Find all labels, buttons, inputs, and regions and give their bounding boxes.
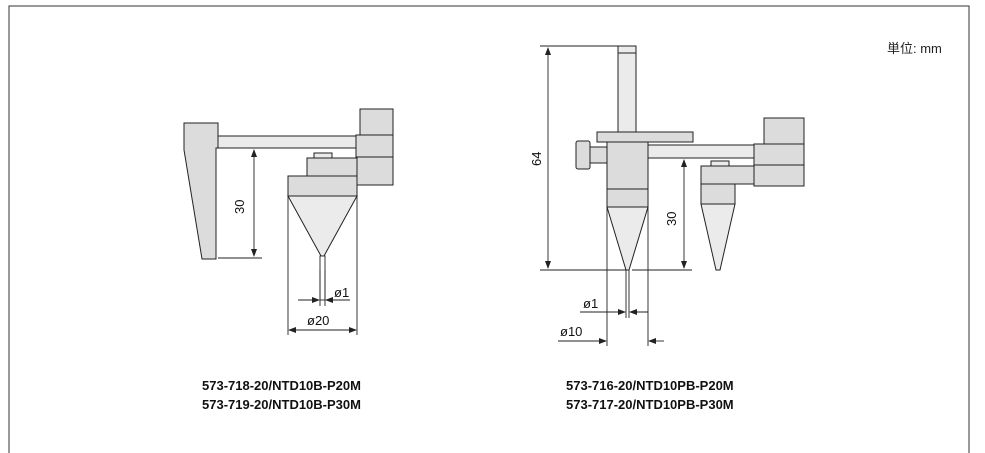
right-cone2-base	[700, 183, 736, 205]
right-cone2	[700, 203, 736, 271]
right-holder	[700, 165, 755, 185]
right-dim-height: 30	[664, 212, 679, 226]
right-knob	[575, 140, 591, 170]
right-post	[617, 52, 637, 133]
right-cone-base	[606, 188, 649, 208]
left-cone	[287, 195, 358, 257]
right-cone	[606, 206, 649, 271]
right-caption: 573-716-20/NTD10PB-P20M 573-717-20/NTD10…	[566, 376, 734, 414]
right-knob-stem	[589, 146, 608, 164]
left-cone-base	[287, 175, 358, 197]
left-beam	[217, 135, 365, 149]
right-diagram: 64 30 ø1 ø10	[529, 45, 805, 346]
right-holder-knob	[710, 160, 730, 167]
unit-label: 単位: mm	[887, 41, 942, 56]
left-dim-height: 30	[232, 200, 247, 214]
right-dim-base-diameter: ø10	[560, 324, 582, 339]
right-dim-total-height: 64	[529, 152, 544, 166]
right-dim-tip-diameter: ø1	[583, 296, 598, 311]
left-caption-line2: 573-719-20/NTD10B-P30M	[202, 397, 361, 412]
right-caption-line1: 573-716-20/NTD10PB-P20M	[566, 378, 734, 393]
left-caption: 573-718-20/NTD10B-P20M 573-719-20/NTD10B…	[202, 376, 361, 414]
right-slider-mid	[753, 143, 805, 166]
right-clamp-body	[606, 141, 649, 190]
left-needle	[319, 255, 326, 301]
frame-border	[8, 5, 970, 453]
left-slider-mid	[355, 134, 394, 158]
left-slider-top	[359, 108, 394, 136]
left-fixed-jaw	[183, 122, 219, 260]
right-caption-line2: 573-717-20/NTD10PB-P30M	[566, 397, 734, 412]
left-dim-base-diameter: ø20	[307, 313, 329, 328]
right-slider-low	[753, 164, 805, 187]
left-holder	[306, 157, 358, 177]
left-holder-knob	[313, 152, 333, 159]
right-slider-top	[763, 117, 805, 145]
left-slider-low	[355, 156, 394, 186]
right-beam	[647, 144, 755, 159]
right-post-cap	[617, 45, 637, 54]
left-dim-tip-diameter: ø1	[334, 285, 349, 300]
right-clamp-upper	[596, 131, 694, 143]
left-diagram: 30 ø1 ø20	[183, 108, 394, 335]
left-caption-line1: 573-718-20/NTD10B-P20M	[202, 378, 361, 393]
